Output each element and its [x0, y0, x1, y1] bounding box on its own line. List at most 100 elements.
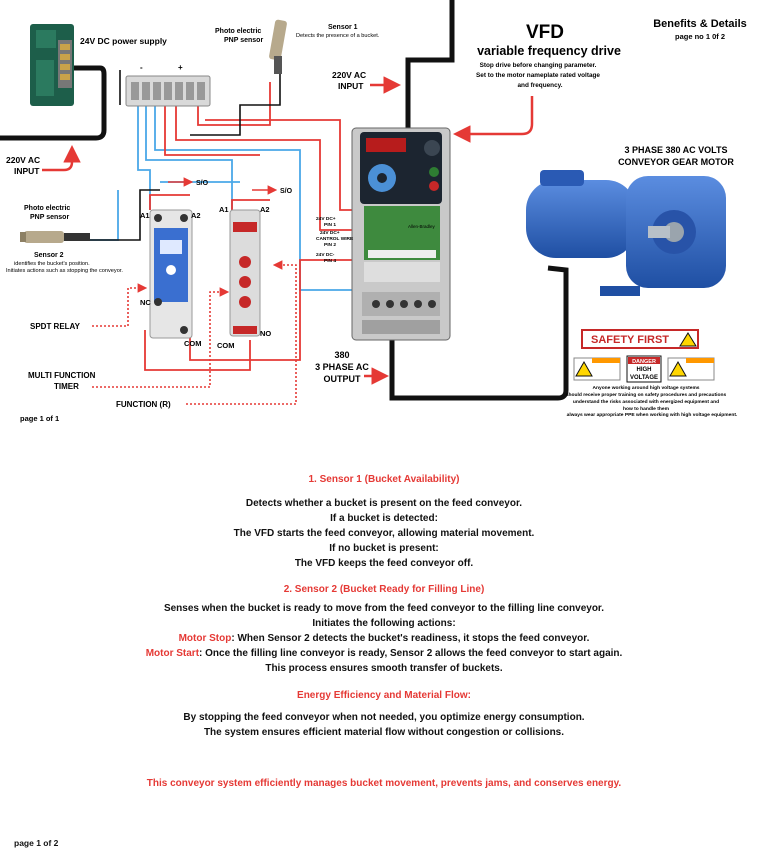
- sensor1-desc: Detects the presence of a bucket.: [296, 33, 380, 39]
- section1-line5: The VFD keeps the feed conveyor off.: [294, 558, 474, 569]
- motor-label-line1: 3 PHASE 380 AC VOLTS: [624, 145, 727, 155]
- relay-nc: NC: [140, 298, 151, 307]
- sensor-top-title-line2: PNP sensor: [224, 37, 263, 44]
- vfd-title: VFD: [526, 22, 564, 43]
- section1-line4: If no bucket is present:: [329, 543, 439, 554]
- mains-cable-left: [0, 65, 107, 141]
- relay-a1: A1: [140, 211, 150, 220]
- vfd-pin-5: PIN 2: [324, 242, 336, 248]
- spdt-relay-label: SPDT RELAY: [30, 322, 81, 331]
- section3-line2: The system ensures efficient material fl…: [203, 727, 565, 738]
- section2-line5: This process ensures smooth transfer of …: [265, 663, 503, 674]
- safety-text-line1: Anyone working around high voltage syste…: [592, 385, 699, 391]
- summary-text: This conveyor system efficiently manages…: [146, 778, 622, 789]
- section3-line1: By stopping the feed conveyor when not n…: [183, 712, 585, 723]
- ac-input-mid-line2: INPUT: [338, 81, 364, 91]
- psu-label: 24V DC power supply: [80, 36, 167, 46]
- timer-no: NO: [260, 329, 271, 338]
- safety-text-line2: should receive proper training on safety…: [566, 392, 727, 398]
- section3-body: By stopping the feed conveyor when not n…: [0, 710, 768, 740]
- section2-body: Senses when the bucket is ready to move …: [0, 601, 768, 676]
- warning-sign-right: [667, 357, 715, 381]
- vfd-pin-6: 24V DC-: [316, 252, 335, 258]
- timer-label-line1: MULTI FUNCTION: [28, 371, 96, 380]
- vfd-feedback-arrow-icon: [453, 96, 534, 143]
- safety-text-line4: how to handle them: [623, 406, 670, 412]
- warning-sign-left: [573, 357, 621, 381]
- sensor-top-title-line1: Photo electric: [215, 28, 261, 35]
- vfd-drive: [351, 127, 451, 341]
- safety-title: SAFETY FIRST: [591, 334, 669, 346]
- relay-com: COM: [184, 339, 202, 348]
- section2-heading: 2. Sensor 2 (Bucket Ready for Filling Li…: [283, 584, 485, 595]
- motor-stop-label: Motor Stop: [178, 633, 232, 644]
- footer-page: page 1 of 2: [14, 838, 59, 848]
- psu-plus: +: [178, 63, 183, 72]
- safety-text-line3: understand the risks associated with ene…: [573, 399, 719, 405]
- psu-minus: -: [140, 63, 143, 72]
- section1-line1: Detects whether a bucket is present on t…: [245, 498, 523, 509]
- black-wires: [90, 70, 281, 241]
- safety-banner: [581, 329, 699, 349]
- summary: This conveyor system efficiently manages…: [0, 778, 768, 789]
- sensor2-desc-line1: identifies the bucket's position.: [14, 261, 90, 267]
- sensor-left-title-line1: Photo electric: [24, 205, 70, 212]
- section3-heading: Energy Efficiency and Material Flow:: [297, 690, 471, 701]
- relay-a2: A2: [191, 211, 201, 220]
- danger-sign: [626, 355, 662, 383]
- spdt-relay: [149, 209, 193, 339]
- section-energy: Energy Efficiency and Material Flow:: [0, 690, 768, 701]
- motor-cable: [389, 265, 569, 401]
- page-left-label: page 1 of 1: [20, 414, 59, 423]
- safety-text-line5: always wear appropriate PPE when working…: [567, 412, 738, 418]
- ac-input-left-line1: 220V AC: [6, 155, 40, 165]
- mains-cable-vfd: [405, 0, 455, 128]
- vfd-note-line3: and frequency.: [518, 82, 563, 89]
- timer-a2: A2: [260, 205, 270, 214]
- output-line3: OUTPUT: [324, 374, 362, 384]
- motor-start-text: : Once the filling line conveyor is read…: [199, 648, 623, 659]
- sensor-left-title-line2: PNP sensor: [30, 214, 69, 221]
- so-label-2: S/O: [280, 188, 293, 195]
- terminal-block: [125, 75, 211, 107]
- sensor-left-icon: [20, 231, 90, 243]
- sensor1-name: Sensor 1: [328, 24, 358, 31]
- function-label: FUNCTION (R): [116, 400, 171, 409]
- section2-line2: Initiates the following actions:: [312, 618, 456, 629]
- ac-input-left-arrow-icon: [42, 145, 81, 172]
- section2-line1: Senses when the bucket is ready to move …: [163, 603, 605, 614]
- danger-high: HIGH: [637, 367, 652, 373]
- so-label-1: S/O: [196, 180, 209, 187]
- vfd-pin-3: 24V DC+: [320, 230, 340, 236]
- timer-a1: A1: [219, 205, 229, 214]
- vfd-note-line2: Set to the motor nameplate rated voltage: [476, 72, 600, 79]
- timer-dotted-arrow-icon: [92, 287, 230, 388]
- vfd-pin-1: 24V DC+: [316, 216, 336, 222]
- sensor2-desc-line2: Initiates actions such as stopping the c…: [6, 268, 123, 274]
- section2-line4: Motor Start: Once the filling line conve…: [0, 646, 768, 661]
- output-line1: 380: [334, 350, 349, 360]
- danger-voltage: VOLTAGE: [630, 375, 658, 381]
- output-line2: 3 PHASE AC: [315, 362, 369, 372]
- section1-line3: The VFD starts the feed conveyor, allowi…: [233, 528, 535, 539]
- section1-heading: 1. Sensor 1 (Bucket Availability): [308, 474, 460, 485]
- section-sensor2: 2. Sensor 2 (Bucket Ready for Filling Li…: [0, 584, 768, 595]
- section1-body: Detects whether a bucket is present on t…: [0, 496, 768, 571]
- timer-com: COM: [217, 341, 235, 350]
- ac-input-left-line2: INPUT: [14, 166, 40, 176]
- safety-warning-icon: [679, 332, 697, 347]
- motor-stop-text: : When Sensor 2 detects the bucket's rea…: [231, 633, 590, 644]
- spdt-dotted-arrow-icon: [92, 283, 148, 327]
- wiring-diagram: 24V DC power supply - + 220V AC INPUT Ph…: [0, 0, 747, 423]
- vfd-pin-2: PIN 1: [324, 222, 336, 228]
- danger-label: DANGER: [632, 359, 656, 365]
- multi-function-timer: [229, 209, 261, 337]
- red-wires: [144, 82, 360, 371]
- gear-motor: [526, 170, 726, 296]
- vfd-brand: Allen-Bradley: [408, 224, 436, 229]
- power-supply: [30, 24, 74, 106]
- vfd-pin-4: CANTROL WIRE: [316, 236, 354, 242]
- vfd-subtitle: variable frequency drive: [477, 44, 621, 58]
- sensor2-name: Sensor 2: [34, 252, 64, 259]
